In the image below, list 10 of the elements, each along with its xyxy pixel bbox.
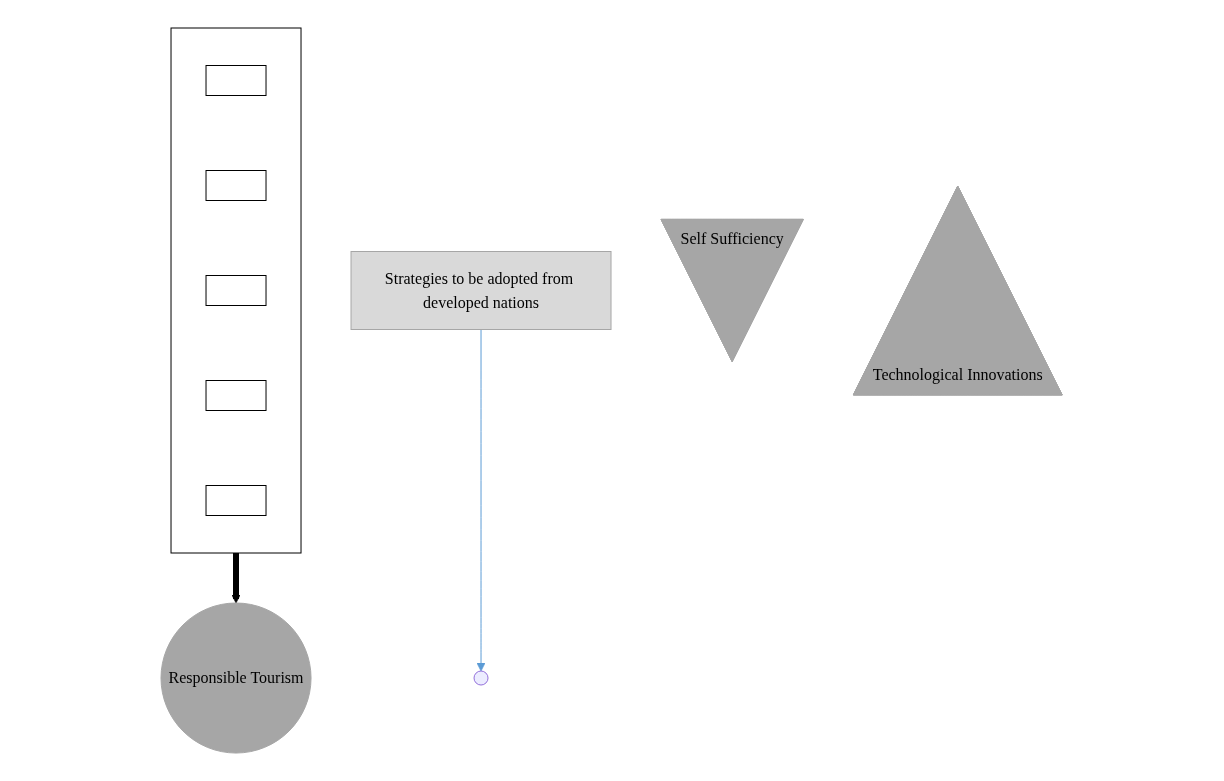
- node-box: [205, 275, 267, 306]
- node-box: [205, 485, 267, 516]
- arrow: [232, 553, 241, 604]
- node-box: [205, 65, 267, 96]
- node-box: Strategies to be adopted from developed nations: [350, 251, 612, 330]
- node-box: [205, 380, 267, 411]
- node-circle: Responsible Tourism: [160, 602, 312, 754]
- node-box: [205, 170, 267, 201]
- cluster: [170, 27, 302, 554]
- arrow: [477, 329, 486, 672]
